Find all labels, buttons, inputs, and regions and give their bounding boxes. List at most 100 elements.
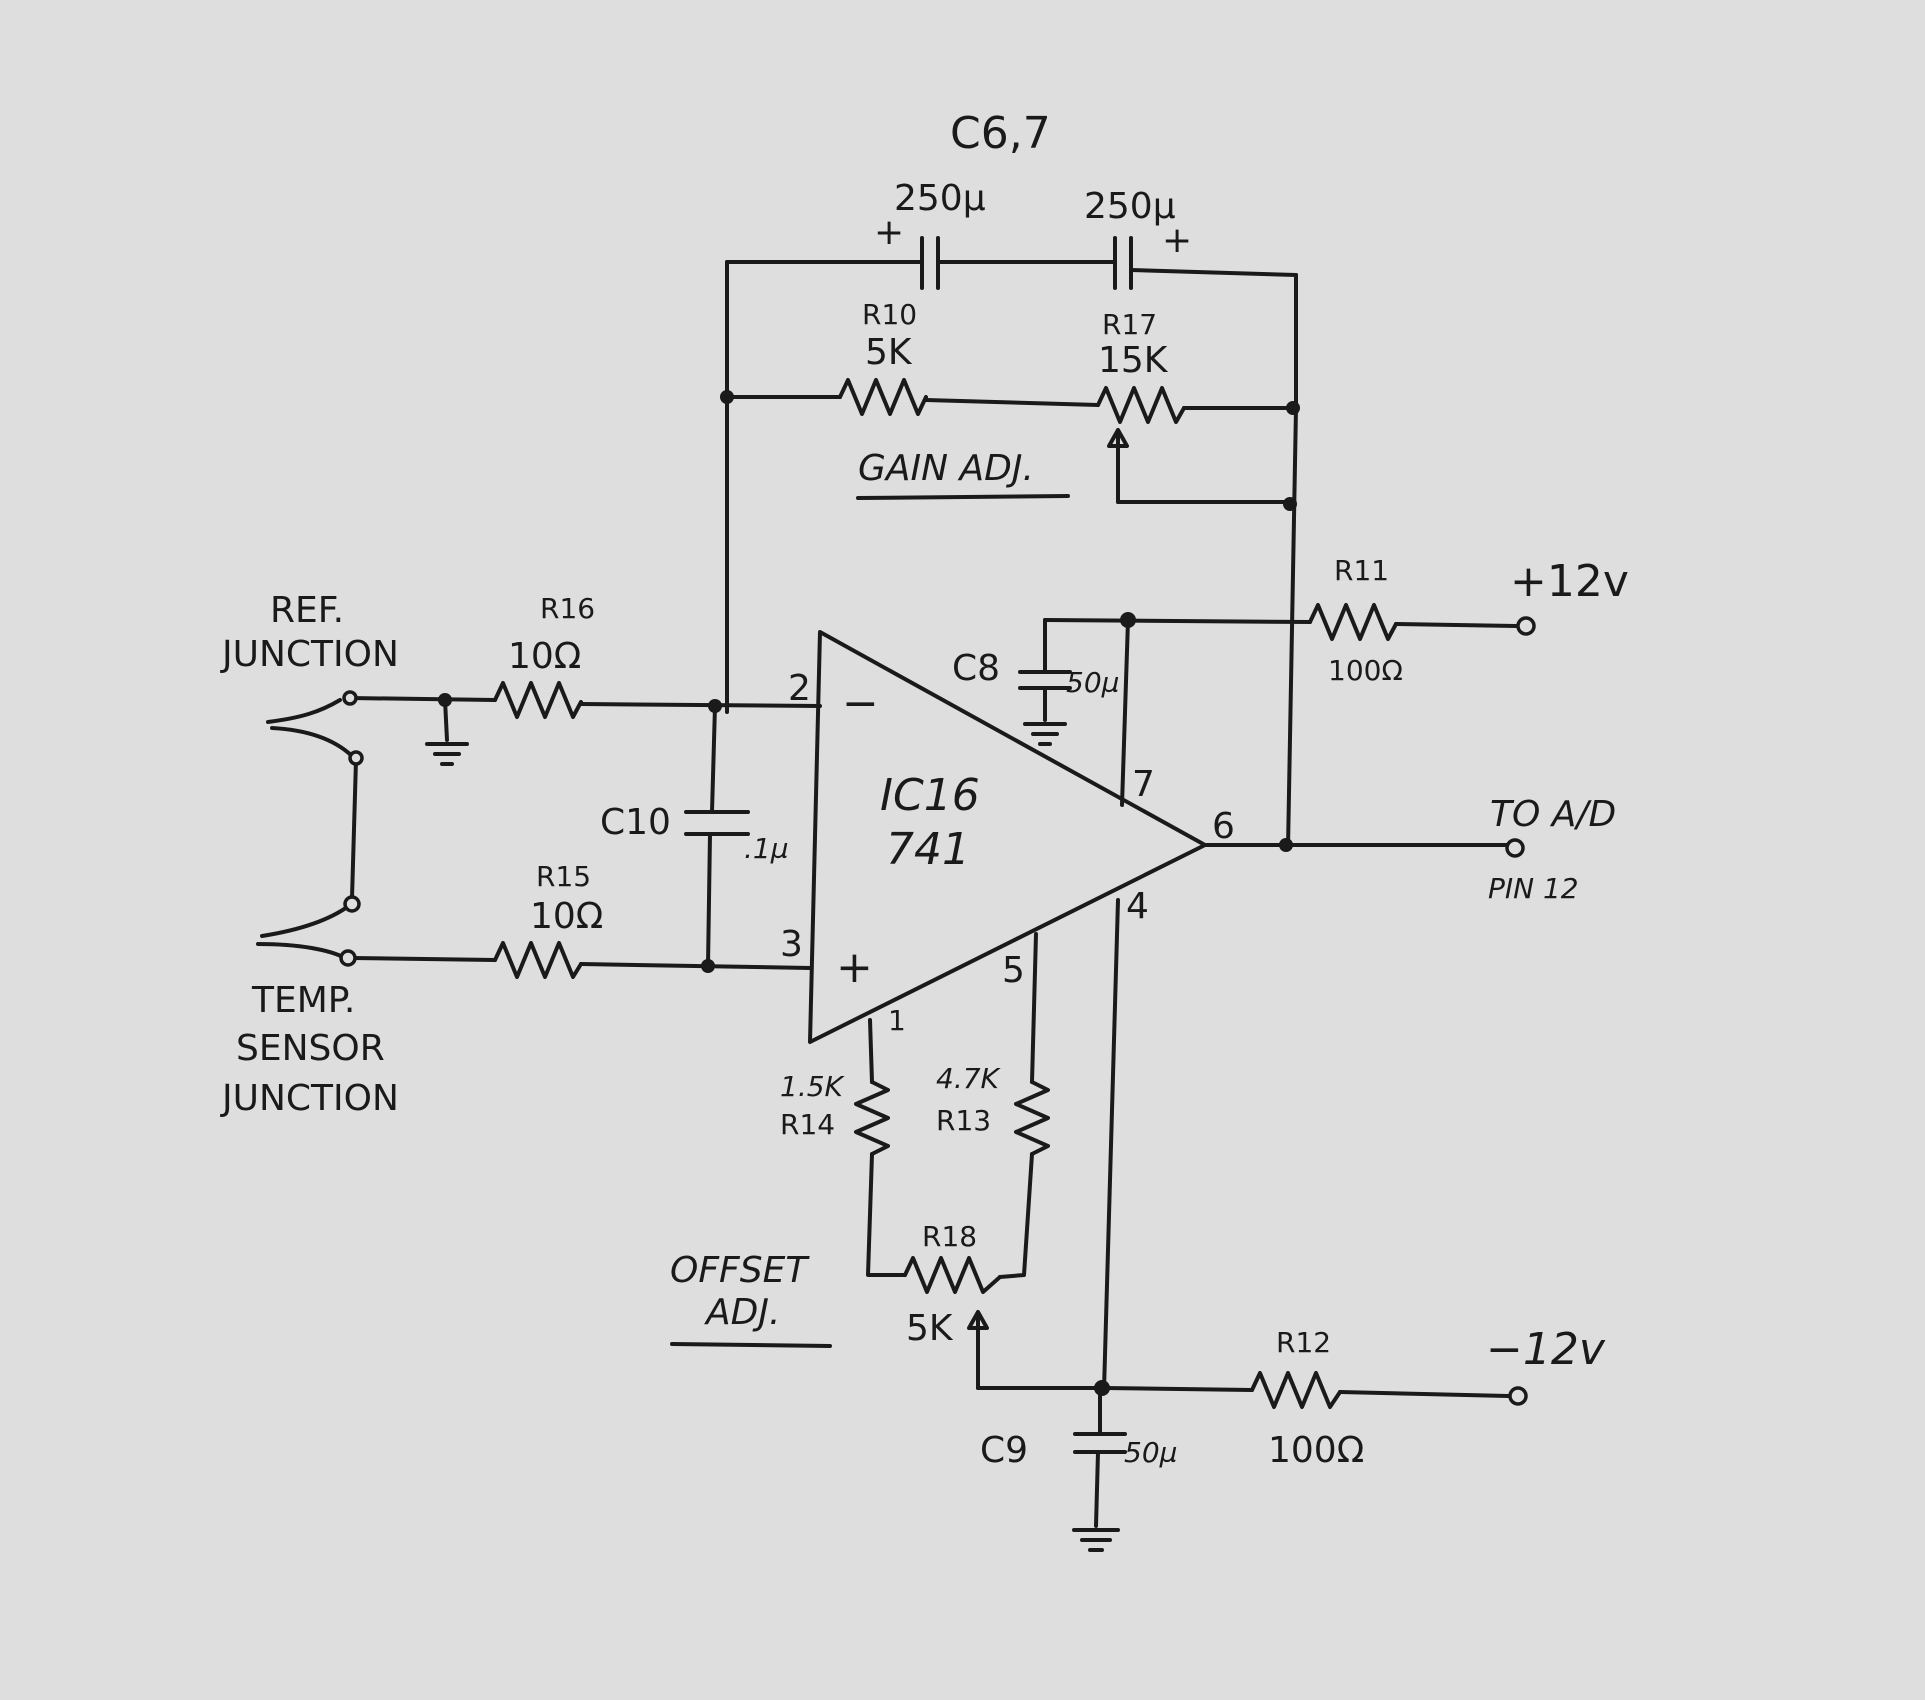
label-c9-value: 50µ	[1124, 1436, 1177, 1469]
label-r18-value: 5K	[906, 1308, 954, 1349]
label-inverting: −	[842, 678, 879, 729]
terminal-minus12	[1508, 1386, 1528, 1406]
resistor-r13	[1014, 1080, 1050, 1156]
label-c10-value: .1µ	[744, 832, 789, 865]
label-c7-value: 250µ	[1084, 186, 1176, 227]
wire-pin1-down	[868, 1018, 874, 1084]
resistor-r14	[854, 1080, 890, 1156]
c9-ground	[1072, 1528, 1120, 1552]
r18-wiper	[967, 1310, 989, 1390]
junction-dot	[1283, 497, 1297, 511]
wire-pin7-up	[1120, 618, 1130, 807]
label-c8-value: 50µ	[1066, 666, 1119, 699]
capacitor-c8	[1018, 670, 1072, 690]
label-r18-ref: R18	[922, 1220, 977, 1253]
wire-r15-to-pin3	[579, 962, 812, 970]
label-741: 741	[886, 824, 970, 875]
potentiometer-r17	[1096, 386, 1186, 424]
label-c9-ref: C9	[980, 1430, 1028, 1471]
label-pin12: PIN 12	[1488, 872, 1579, 905]
label-ic16: IC16	[880, 770, 980, 821]
wire-ref-to-r16	[348, 696, 497, 702]
wire-to-r12	[1102, 1386, 1254, 1392]
c8-ground	[1023, 722, 1067, 746]
terminal-plus12	[1516, 616, 1536, 636]
label-r16-value: 10Ω	[508, 636, 581, 677]
terminal-ref-junction	[342, 690, 358, 706]
label-pin2: 2	[788, 668, 811, 709]
label-r11-value: 100Ω	[1328, 654, 1403, 687]
label-r17-ref: R17	[1102, 308, 1157, 341]
label-r14-ref: R14	[780, 1108, 835, 1141]
label-r10-ref: R10	[862, 298, 917, 331]
label-c10-ref: C10	[600, 802, 671, 843]
label-pin5: 5	[1002, 950, 1025, 991]
wire-r11-to-plus12	[1394, 622, 1518, 628]
thermocouple-temp-lead	[260, 903, 352, 938]
label-c6-polarity: +	[874, 212, 904, 253]
label-offset-2: ADJ.	[704, 1292, 780, 1333]
capacitor-c10	[684, 810, 750, 836]
label-offset-1: OFFSET	[670, 1250, 810, 1291]
capacitor-c7	[1113, 236, 1133, 290]
label-r13-ref: R13	[936, 1104, 991, 1137]
label-c6-value: 250µ	[894, 178, 986, 219]
label-r12-value: 100Ω	[1268, 1430, 1364, 1471]
wire-pin4-down	[1102, 898, 1120, 1392]
thermocouple-link	[350, 758, 358, 900]
label-cap-group: C6,7	[950, 108, 1051, 159]
junction-dot	[1286, 401, 1300, 415]
op-amp-ic16	[808, 630, 1207, 1044]
junction-dot	[701, 959, 715, 973]
junction-dot	[1120, 612, 1136, 628]
label-to-ad: TO A/D	[1490, 794, 1616, 835]
label-noninverting: +	[836, 942, 873, 993]
label-c8-ref: C8	[952, 648, 1000, 689]
label-pin4: 4	[1126, 886, 1149, 927]
label-r12-ref: R12	[1276, 1326, 1331, 1359]
resistor-r10	[838, 378, 928, 416]
label-ref-junction-1: REF.	[270, 590, 344, 631]
terminal-temp-junction	[339, 949, 357, 967]
label-temp-2: SENSOR	[236, 1028, 385, 1069]
wire-r10-r17	[924, 398, 1100, 407]
resistor-r16	[493, 681, 583, 719]
label-r15-ref: R15	[536, 860, 591, 893]
label-pin1: 1	[888, 1004, 906, 1037]
gain-adj-underline	[856, 494, 1070, 500]
capacitor-c9	[1073, 1432, 1127, 1454]
resistor-r12	[1250, 1371, 1342, 1409]
label-r11-ref: R11	[1334, 554, 1389, 587]
label-r16-ref: R16	[540, 592, 595, 625]
offset-adj-underline	[670, 1342, 832, 1348]
resistor-r15	[493, 941, 583, 979]
label-pin7: 7	[1132, 764, 1155, 805]
junction-dot	[1279, 838, 1293, 852]
label-r17-value: 15K	[1098, 340, 1169, 381]
label-pin6: 6	[1212, 806, 1235, 847]
wire-r16-to-pin2	[579, 702, 822, 708]
wire-r13-down	[998, 1152, 1034, 1279]
resistor-r11	[1308, 603, 1398, 641]
wire-cap-row-right	[1129, 268, 1298, 277]
terminal-to-ad	[1505, 838, 1525, 858]
c10-top-leg	[710, 704, 717, 814]
label-c7-polarity: +	[1162, 220, 1192, 261]
wire-r14-down	[866, 1152, 907, 1277]
junction-dot	[720, 390, 734, 404]
label-gain-adj: GAIN ADJ.	[858, 448, 1034, 489]
potentiometer-r18	[903, 1256, 1002, 1294]
thermocouple-temp-lead-2	[256, 942, 347, 960]
label-r14-value: 1.5K	[780, 1070, 846, 1103]
terminal-ref-lower	[348, 750, 364, 766]
wire-r12-to-minus12	[1338, 1390, 1510, 1398]
terminal-temp-upper	[343, 895, 361, 913]
label-r13-value: 4.7K	[936, 1062, 1002, 1095]
label-temp-1: TEMP.	[251, 980, 355, 1021]
wire-supply-top	[1043, 618, 1312, 624]
thermocouple-ref-lead	[266, 698, 342, 724]
capacitor-c6	[920, 236, 940, 290]
label-minus12v: −12v	[1486, 1324, 1606, 1375]
label-pin3: 3	[780, 924, 803, 965]
